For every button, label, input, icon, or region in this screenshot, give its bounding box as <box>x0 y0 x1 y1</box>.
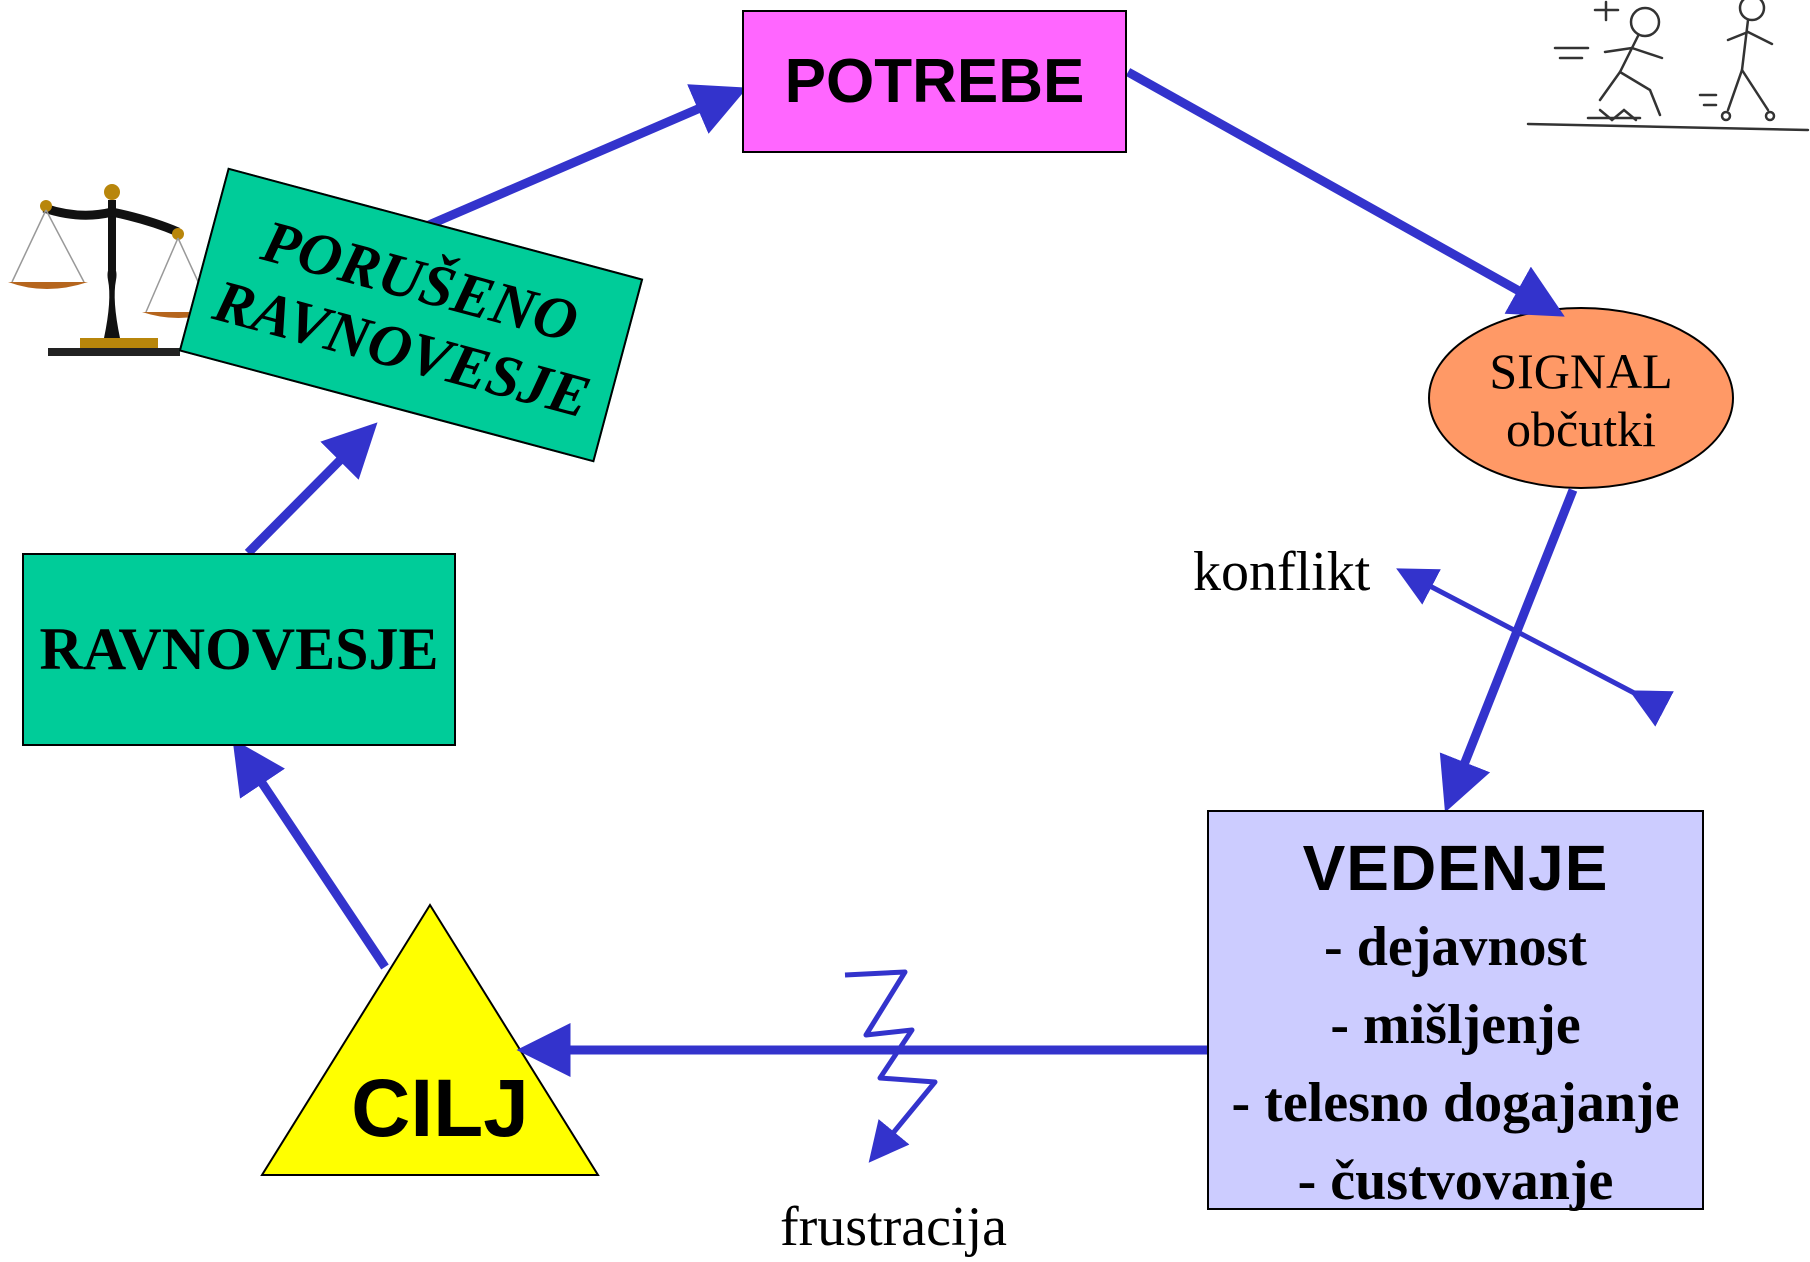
frustracija-zigzag-arrow <box>844 969 938 1163</box>
signal-label-line1: SIGNAL <box>1489 343 1673 399</box>
frustracija-label: frustracija <box>780 1196 1007 1258</box>
vedenje-item: - mišljenje <box>1330 994 1581 1056</box>
vedenje-item: - čustvovanje <box>1297 1150 1614 1212</box>
arrow-potrebe-to-signal <box>1125 68 1565 317</box>
arrow-signal-to-vedenje <box>1439 488 1578 813</box>
signal-label-line2: občutki <box>1506 401 1656 457</box>
potrebe-box: POTREBE <box>742 10 1127 153</box>
running-figures-sketch <box>1526 0 1810 132</box>
vedenje-title: VEDENJE <box>1302 832 1609 904</box>
vedenje-item: - dejavnost <box>1324 916 1587 978</box>
cilj-triangle <box>260 903 600 1176</box>
konflikt-label: konflikt <box>1193 541 1371 603</box>
signal-ellipse <box>1428 307 1734 489</box>
signal-label: SIGNAL občutki <box>1428 342 1734 458</box>
arrow-ravnovesje-to-poruseno <box>244 422 378 557</box>
vedenje-item: - telesno dogajanje <box>1231 1072 1680 1134</box>
arrow-cilj-to-ravnovesje <box>232 738 389 970</box>
potrebe-label: POTREBE <box>784 47 1085 116</box>
ravnovesje-label: RAVNOVESJE <box>39 616 439 682</box>
cilj-label: CILJ <box>351 1063 529 1154</box>
arrow-konflikt <box>1396 568 1674 727</box>
arrow-poruseno-to-potrebe <box>406 84 748 239</box>
vedenje-box: VEDENJE - dejavnost - mišljenje - telesn… <box>1207 810 1704 1212</box>
ravnovesje-box: RAVNOVESJE <box>22 553 456 746</box>
